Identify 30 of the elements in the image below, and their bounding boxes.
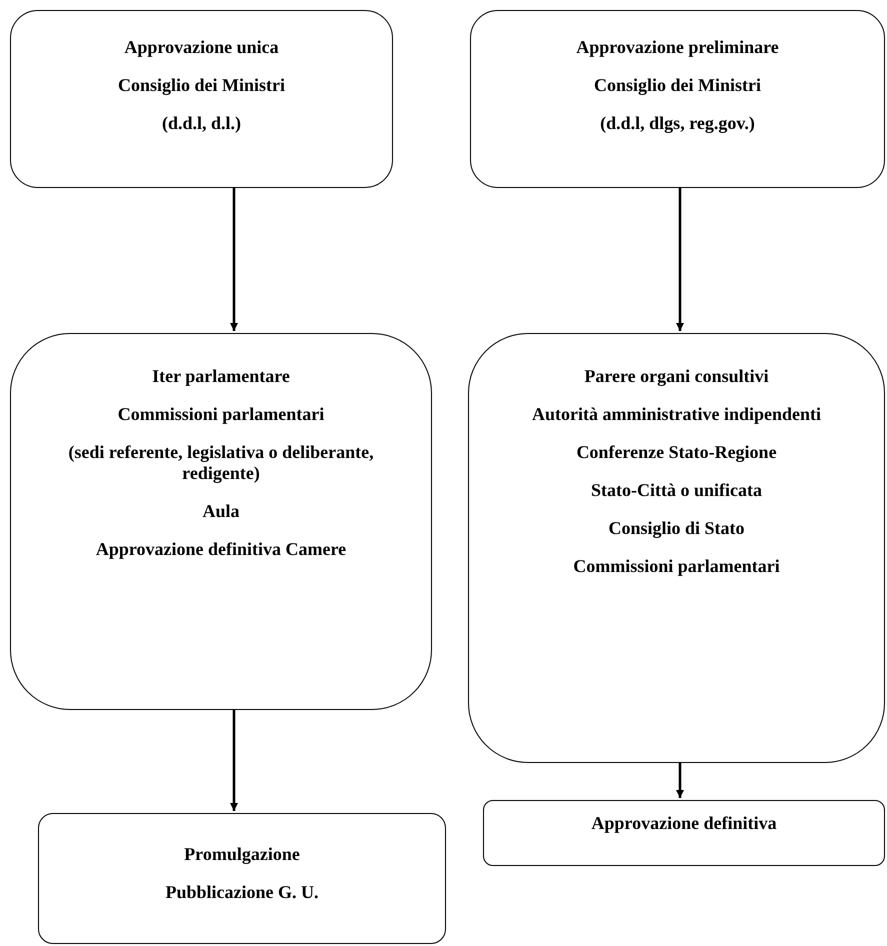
box-text: Approvazione definitiva: [591, 813, 777, 834]
box-text: (d.d.l, d.l.): [162, 113, 242, 134]
box-text: Approvazione unica: [124, 37, 279, 58]
box-text: Commissioni parlamentari: [118, 404, 324, 425]
box-text: Aula: [202, 501, 240, 522]
box-text: Iter parlamentare: [152, 366, 290, 387]
rounded-box: [10, 10, 393, 188]
box-text: (sedi referente, legislativa o deliberante, redigente): [67, 442, 375, 484]
arrow: [230, 188, 238, 331]
rounded-box: [468, 333, 885, 763]
box-text: Approvazione preliminare: [576, 37, 779, 58]
box-text: Promulgazione: [184, 844, 300, 865]
box-text: Autorità amministrative indipendenti: [532, 404, 821, 425]
arrow: [676, 188, 684, 331]
box-text: Commissioni parlamentari: [573, 556, 780, 577]
rounded-box: [483, 800, 885, 866]
box-text: Consiglio di Stato: [608, 518, 745, 539]
arrow: [676, 763, 684, 798]
box-text: Stato-Città o unificata: [591, 480, 762, 501]
box-text: Consiglio dei Ministri: [118, 75, 285, 96]
rounded-box: [10, 333, 432, 710]
rounded-box: [38, 813, 446, 944]
box-text: Conferenze Stato-Regione: [576, 442, 777, 463]
box-text: Approvazione definitiva Camere: [96, 539, 346, 560]
rounded-box: [470, 10, 885, 188]
box-text: Consiglio dei Ministri: [594, 75, 761, 96]
arrow: [230, 710, 238, 811]
box-text: Pubblicazione G. U.: [165, 882, 318, 903]
box-text: Parere organi consultivi: [584, 366, 769, 387]
box-text: (d.d.l, dlgs, reg.gov.): [600, 113, 755, 134]
